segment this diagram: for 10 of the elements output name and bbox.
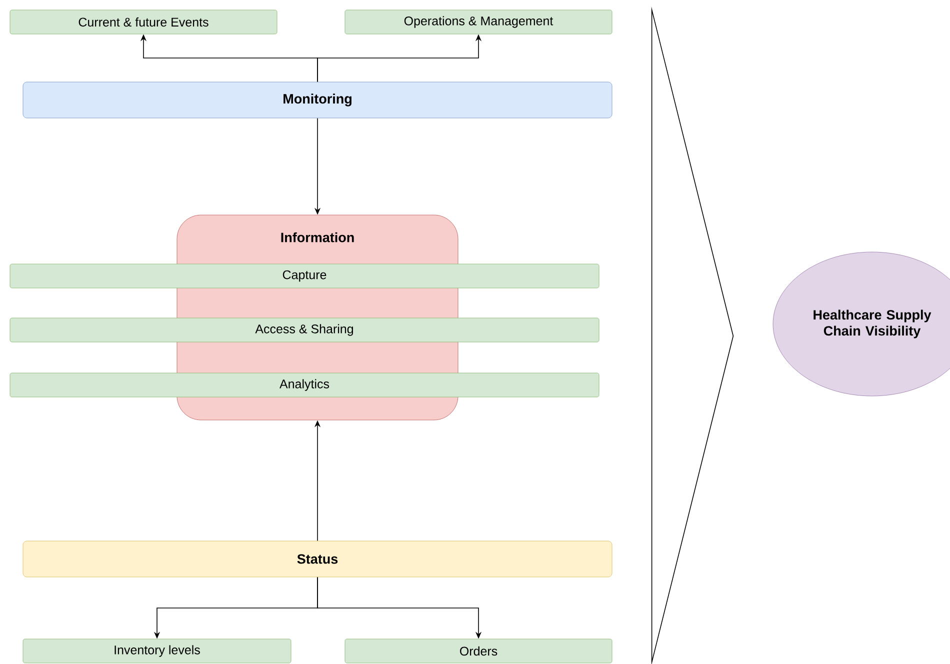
label-bar: Capture (10, 264, 600, 288)
label-bar: Current & future Events (10, 10, 278, 34)
ellipse-node: Healthcare Supply Chain Visibility (772, 252, 950, 396)
heading-bar: Status (22, 540, 612, 578)
label-bar: Analytics (10, 372, 600, 398)
heading-bar: Monitoring (22, 82, 612, 118)
label-bar: Orders (344, 638, 612, 664)
label-bar: Operations & Management (344, 10, 612, 34)
label-bar: Inventory levels (22, 638, 292, 664)
label-bar: Access & Sharing (10, 318, 600, 342)
